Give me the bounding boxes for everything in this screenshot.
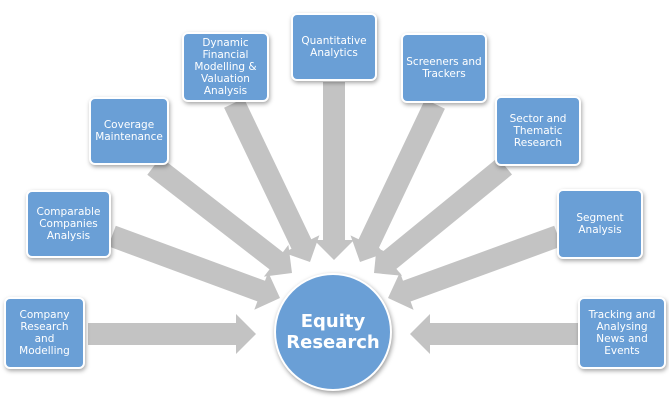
- arrow-quantitative-analytics: [314, 82, 354, 260]
- item-dynamic-financial-modelling: Dynamic Financial Modelling & Valuation …: [182, 32, 269, 102]
- item-sector-thematic-research: Sector and Thematic Research: [495, 96, 581, 166]
- arrow-company-research: [88, 314, 256, 354]
- arrow-sector-research: [374, 157, 512, 276]
- arrow-tracking-news: [410, 314, 578, 354]
- item-quantitative-analytics: Quantitative Analytics: [291, 13, 377, 81]
- arrow-dynamic-modelling: [224, 98, 320, 262]
- arrow-segment-analysis: [388, 225, 562, 310]
- item-coverage-maintenance: Coverage Maintenance: [89, 97, 169, 165]
- item-screeners-trackers: Screeners and Trackers: [401, 33, 487, 103]
- item-company-research: Company Research and Modelling: [4, 297, 85, 369]
- item-comparable-companies: Comparable Companies Analysis: [26, 190, 111, 258]
- item-segment-analysis: Segment Analysis: [557, 189, 643, 259]
- arrow-coverage-maintenance: [147, 157, 292, 277]
- item-tracking-analysing-news: Tracking and Analysing News and Events: [578, 297, 666, 369]
- arrow-comparable-companies: [108, 225, 280, 310]
- arrow-screeners-trackers: [350, 99, 445, 262]
- equity-research-hub: Equity Research: [274, 273, 392, 391]
